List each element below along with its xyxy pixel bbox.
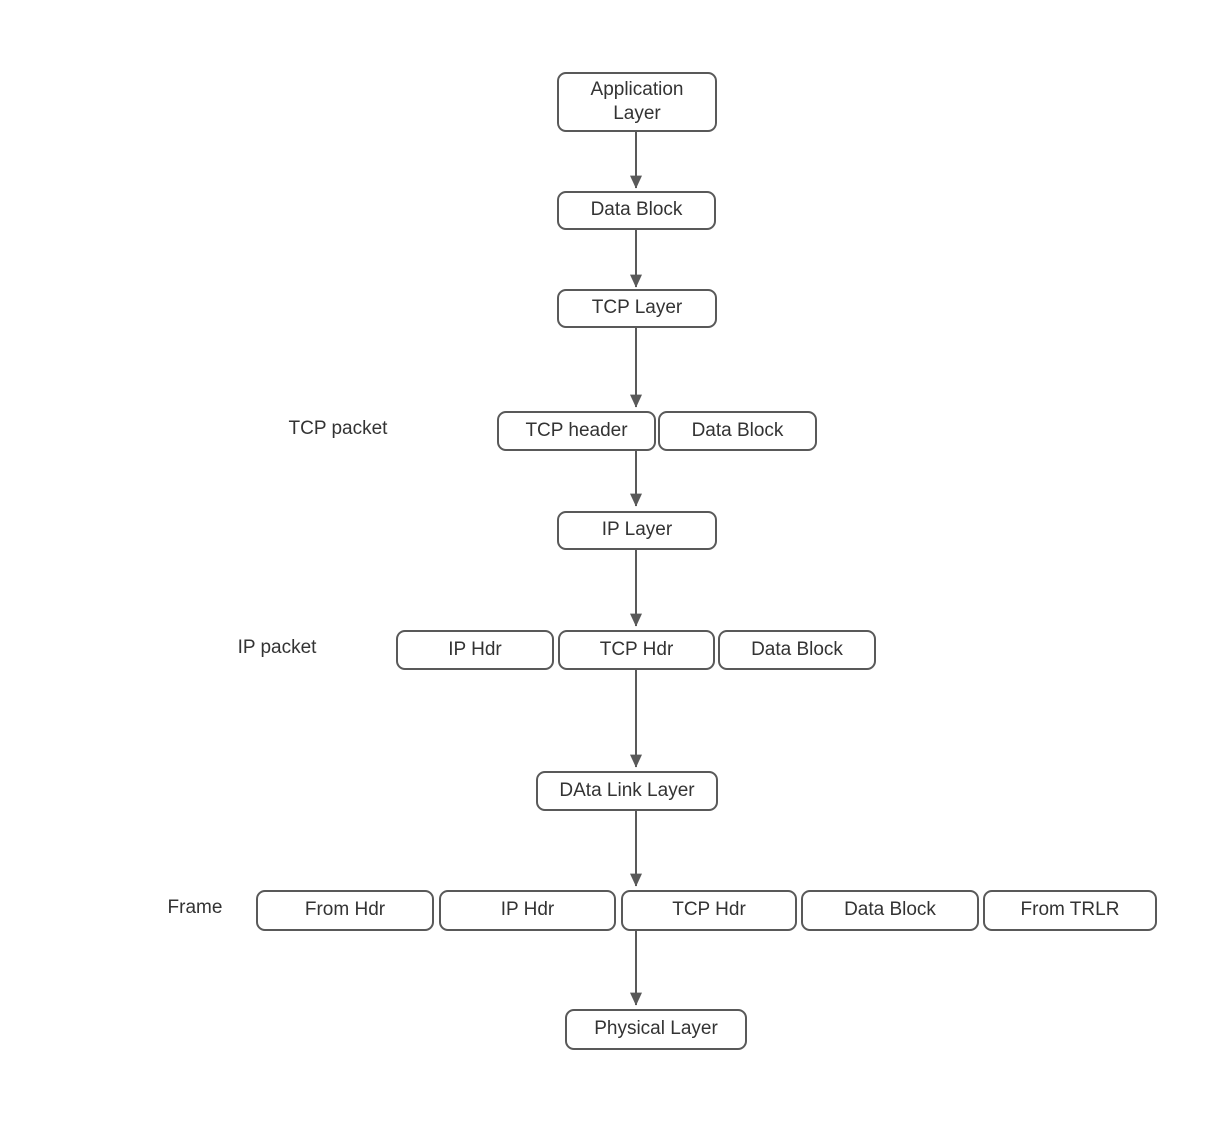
node-data-block-3: Data Block (718, 630, 876, 670)
node-ip-layer: IP Layer (557, 511, 717, 550)
node-tcp-hdr-2: TCP Hdr (621, 890, 797, 931)
node-application-layer: Application Layer (557, 72, 717, 132)
node-tcp-header: TCP header (497, 411, 656, 451)
node-data-block-2: Data Block (658, 411, 817, 451)
node-from-hdr: From Hdr (256, 890, 434, 931)
label-tcp-packet: TCP packet (288, 418, 388, 439)
node-data-link-layer: DAta Link Layer (536, 771, 718, 811)
node-ip-hdr-2: IP Hdr (439, 890, 616, 931)
node-physical-layer: Physical Layer (565, 1009, 747, 1050)
label-frame: Frame (167, 897, 223, 918)
node-data-block-1: Data Block (557, 191, 716, 230)
node-data-block-4: Data Block (801, 890, 979, 931)
node-from-trlr: From TRLR (983, 890, 1157, 931)
node-tcp-hdr-1: TCP Hdr (558, 630, 715, 670)
label-ip-packet: IP packet (237, 637, 317, 658)
node-ip-hdr-1: IP Hdr (396, 630, 554, 670)
node-tcp-layer: TCP Layer (557, 289, 717, 328)
